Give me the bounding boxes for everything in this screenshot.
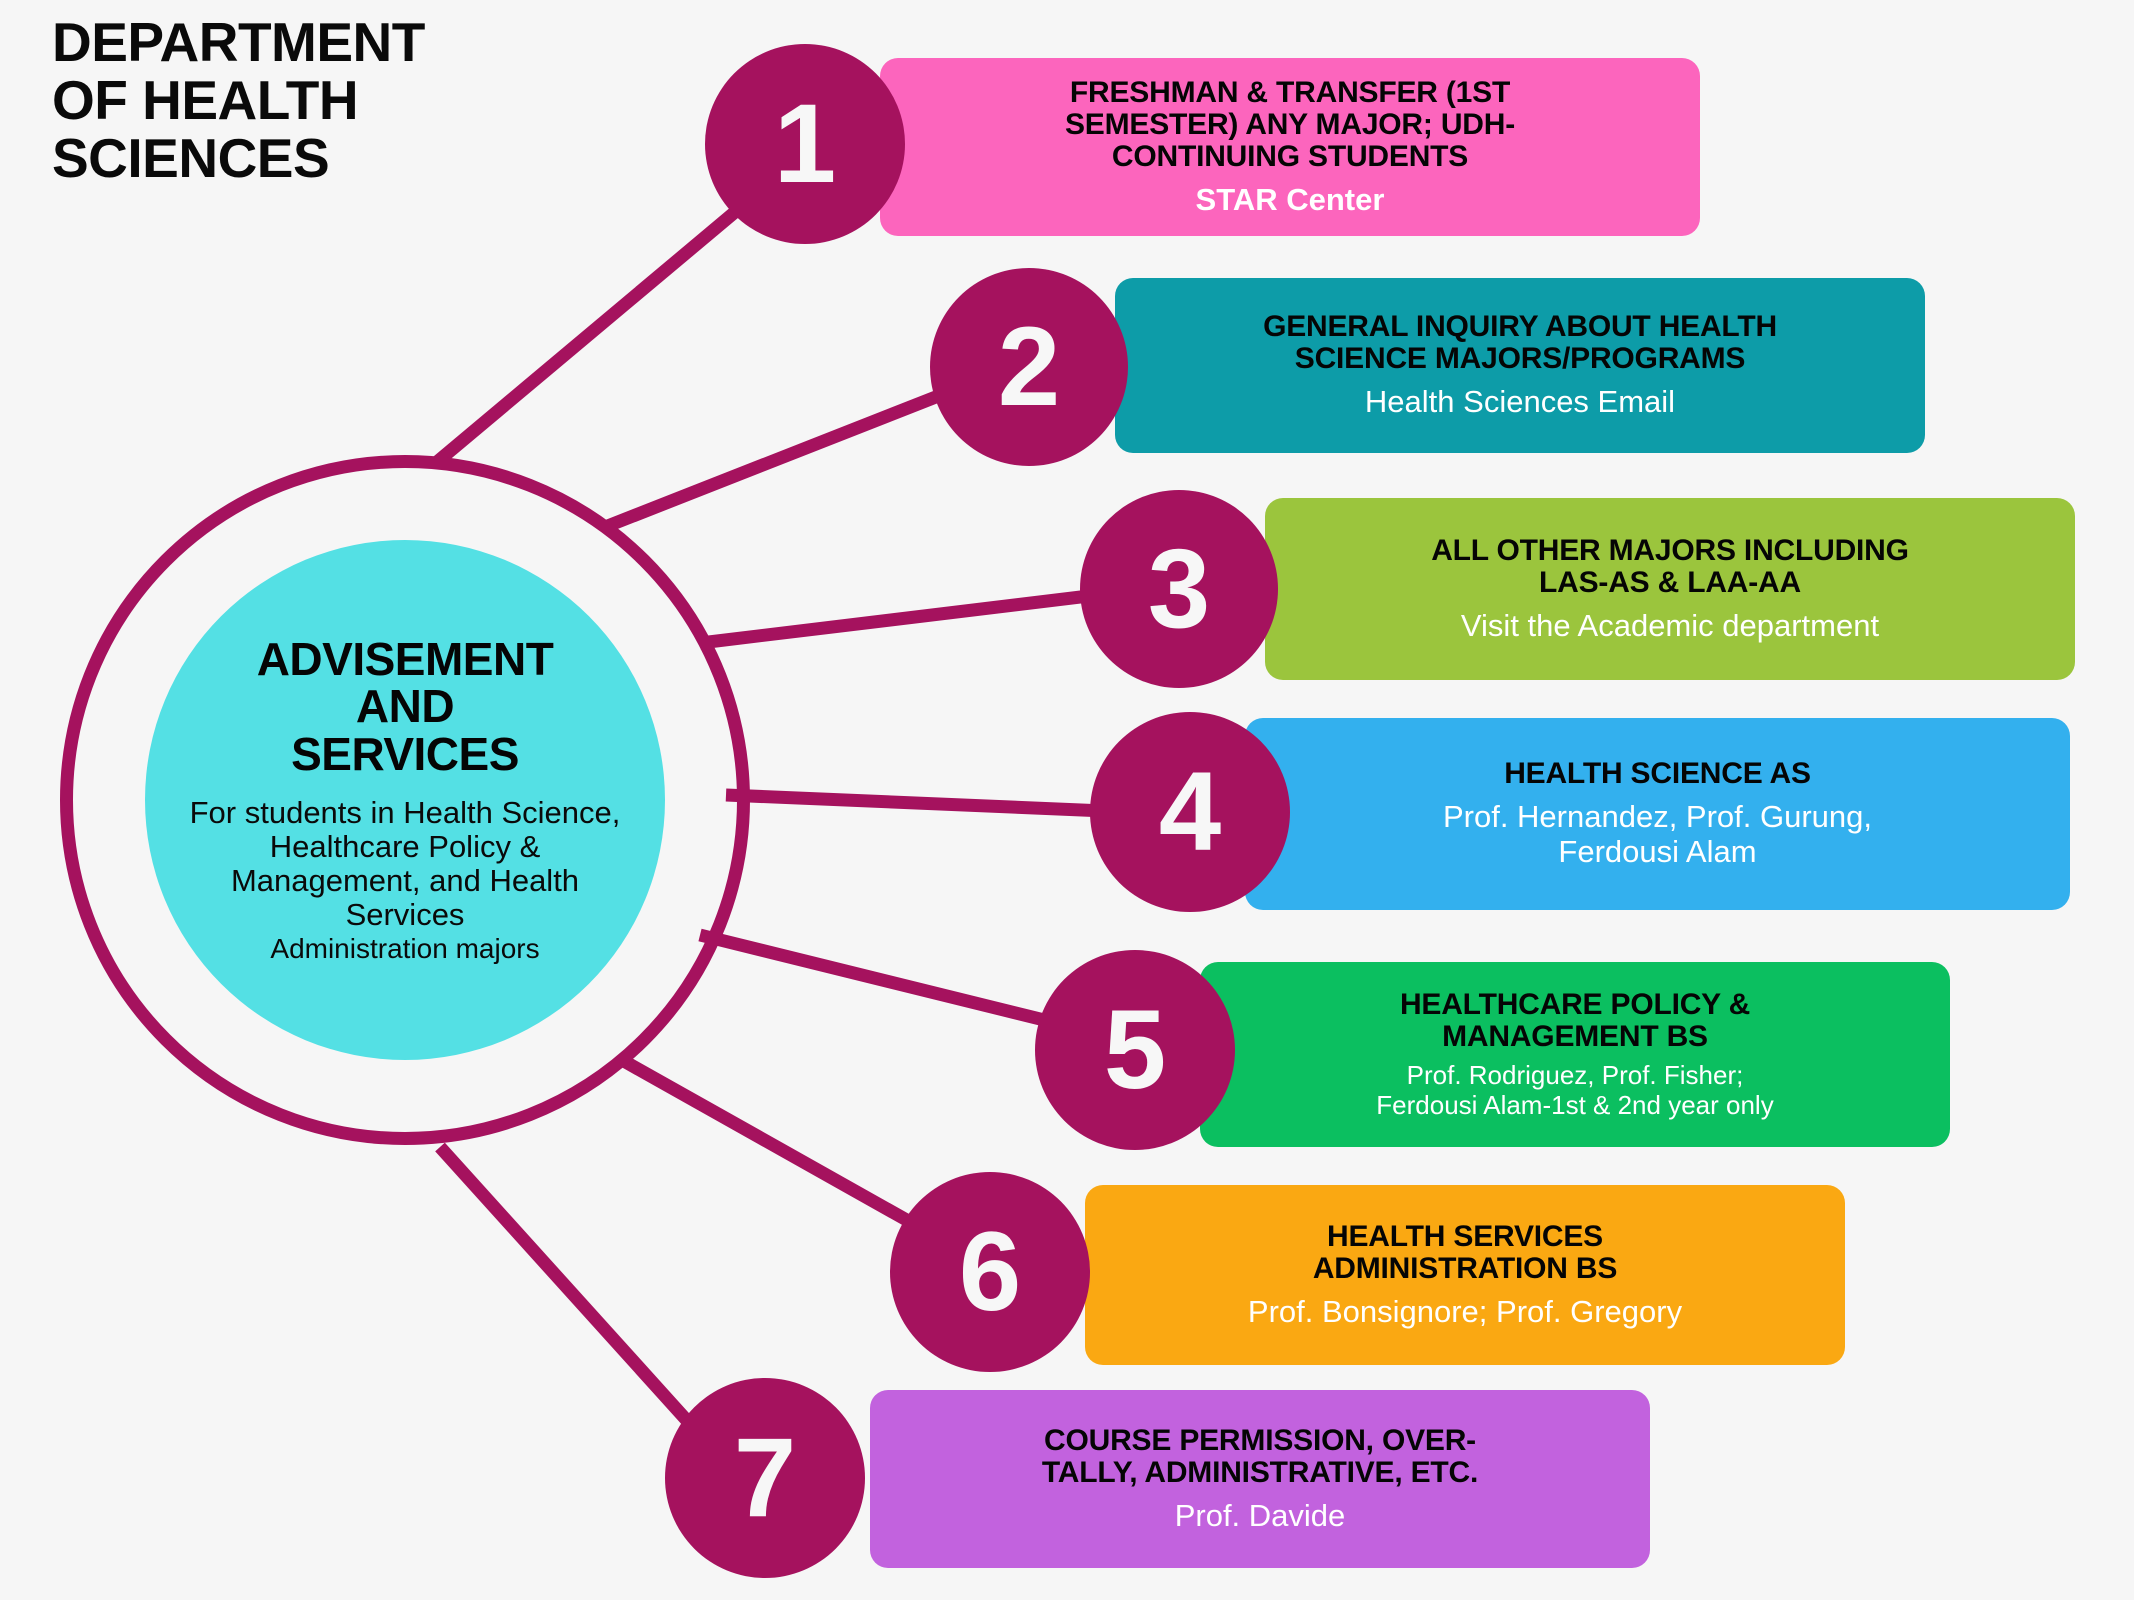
hub-circle: ADVISEMENT AND SERVICES For students in … (145, 540, 665, 1060)
row-bar-6[interactable]: HEALTH SERVICES ADMINISTRATION BS Prof. … (1085, 1185, 1845, 1365)
hub-subtitle: For students in Health Science, Healthca… (189, 795, 621, 933)
row-bar-5[interactable]: HEALTHCARE POLICY & MANAGEMENT BS Prof. … (1200, 962, 1950, 1147)
row-subtitle-4: Prof. Hernandez, Prof. Gurung, Ferdousi … (1442, 799, 1873, 870)
row-number-circle-7[interactable]: 7 (665, 1378, 865, 1578)
row-number-circle-3[interactable]: 3 (1080, 490, 1278, 688)
row-bar-7[interactable]: COURSE PERMISSION, OVER- TALLY, ADMINIST… (870, 1390, 1650, 1568)
row-bar-2[interactable]: GENERAL INQUIRY ABOUT HEALTH SCIENCE MAJ… (1115, 278, 1925, 453)
row-title-1: FRESHMAN & TRANSFER (1ST SEMESTER) ANY M… (1064, 75, 1516, 173)
row-bar-1[interactable]: FRESHMAN & TRANSFER (1ST SEMESTER) ANY M… (880, 58, 1700, 236)
row-number-label-5: 5 (1103, 987, 1167, 1112)
row-bar-3[interactable]: ALL OTHER MAJORS INCLUDING LAS-AS & LAA-… (1265, 498, 2075, 680)
row-subtitle-7: Prof. Davide (1174, 1497, 1346, 1533)
row-number-label-4: 4 (1158, 749, 1222, 874)
row-title-7: COURSE PERMISSION, OVER- TALLY, ADMINIST… (1041, 1423, 1479, 1489)
row-number-circle-5[interactable]: 5 (1035, 950, 1235, 1150)
page-title: DEPARTMENT OF HEALTH SCIENCES (52, 11, 425, 189)
row-title-4: HEALTH SCIENCE AS (1504, 757, 1811, 791)
row-number-label-3: 3 (1147, 526, 1211, 651)
row-number-label-6: 6 (958, 1209, 1022, 1334)
row-subtitle-6: Prof. Bonsignore; Prof. Gregory (1247, 1293, 1683, 1329)
row-subtitle-5: Prof. Rodriguez, Prof. Fisher; Ferdousi … (1376, 1060, 1774, 1120)
row-bar-4[interactable]: HEALTH SCIENCE AS Prof. Hernandez, Prof.… (1245, 718, 2070, 910)
row-subtitle-1: STAR Center (1195, 181, 1385, 217)
hub-subtitle-secondary: Administration majors (270, 932, 540, 964)
row-number-circle-2[interactable]: 2 (930, 268, 1128, 466)
hub-title: ADVISEMENT AND SERVICES (256, 633, 554, 780)
connector-line-7 (435, 1142, 705, 1440)
row-number-label-2: 2 (997, 304, 1061, 429)
row-number-circle-4[interactable]: 4 (1090, 712, 1290, 912)
row-title-2: GENERAL INQUIRY ABOUT HEALTH SCIENCE MAJ… (1263, 310, 1777, 376)
row-number-circle-1[interactable]: 1 (705, 44, 905, 244)
row-title-6: HEALTH SERVICES ADMINISTRATION BS (1312, 1219, 1618, 1285)
row-number-label-1: 1 (773, 81, 837, 206)
row-title-3: ALL OTHER MAJORS INCLUDING LAS-AS & LAA-… (1431, 533, 1909, 599)
row-subtitle-2: Health Sciences Email (1364, 384, 1676, 420)
row-title-5: HEALTHCARE POLICY & MANAGEMENT BS (1399, 988, 1751, 1054)
row-number-circle-6[interactable]: 6 (890, 1172, 1090, 1372)
row-number-label-7: 7 (733, 1415, 797, 1540)
row-subtitle-3: Visit the Academic department (1460, 607, 1880, 643)
